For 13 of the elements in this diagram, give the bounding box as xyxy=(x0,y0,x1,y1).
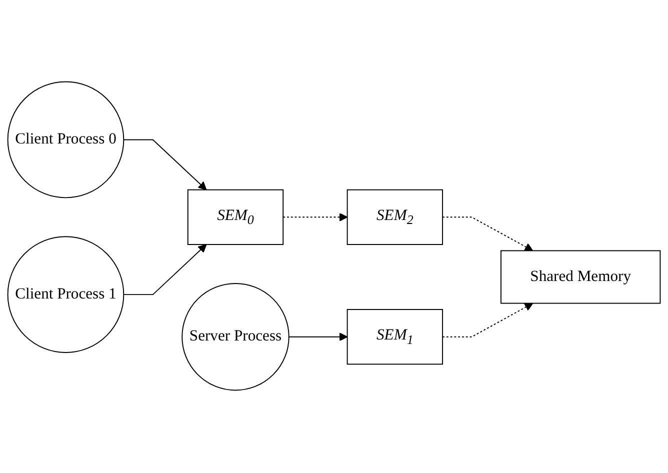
arrow xyxy=(442,303,534,338)
node-circle: Client Process 1 xyxy=(7,236,124,354)
node-box: SEM$_{0}$ xyxy=(187,190,284,246)
node-box: Shared Memory xyxy=(500,250,661,304)
arrow xyxy=(288,333,348,342)
arrow xyxy=(123,140,207,191)
node-circle: Server Process xyxy=(182,283,290,392)
arrow xyxy=(442,217,534,252)
node-box: SEM$_{1}$ xyxy=(346,309,444,366)
node-box: SEM$_{2}$ xyxy=(346,190,444,246)
arrow xyxy=(123,244,207,296)
arrow xyxy=(282,213,348,222)
node-circle: Client Process 0 xyxy=(7,82,124,199)
